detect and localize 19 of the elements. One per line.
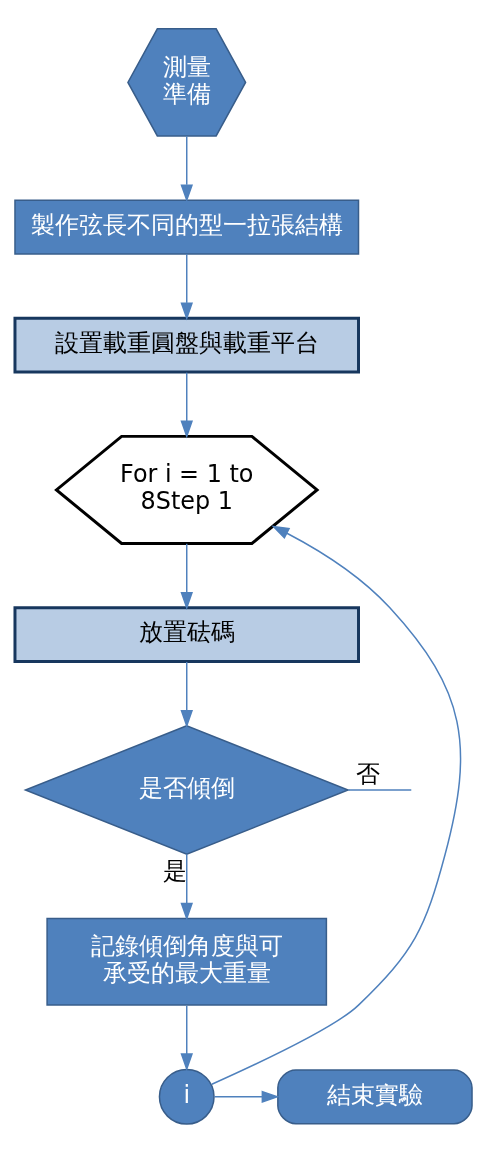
arrow xyxy=(179,543,193,610)
arrow xyxy=(179,853,193,921)
node-diamond: 是否傾倒 xyxy=(22,725,350,856)
node-box: 放置砝碼 xyxy=(12,606,360,664)
edge-label: 否 xyxy=(355,760,380,789)
node-box: 記錄傾倒角度與可承受的最大重量 xyxy=(45,917,327,1006)
connector xyxy=(347,789,412,791)
node-box: 製作弦長不同的型一拉張結構 xyxy=(13,199,359,255)
arrow xyxy=(179,253,193,321)
node-box: 設置載重圓盤與載重平台 xyxy=(12,316,360,374)
arrow xyxy=(179,661,193,728)
arrow xyxy=(213,1090,280,1104)
node-box: 結束實驗 xyxy=(276,1069,473,1125)
arrow xyxy=(179,371,193,439)
node-circle: i xyxy=(158,1068,215,1125)
edge-label: 是 xyxy=(162,856,187,885)
arrow xyxy=(210,525,461,1085)
arrow xyxy=(179,135,193,203)
arrow xyxy=(179,1005,193,1072)
